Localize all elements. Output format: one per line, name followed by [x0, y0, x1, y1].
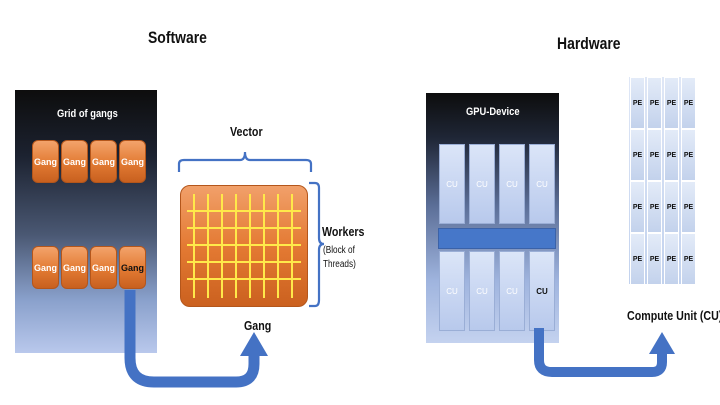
cu-bottom-2: CU: [469, 251, 495, 331]
gang-top-2: Gang: [61, 140, 88, 183]
cu-bottom-4-highlighted: CU: [529, 251, 555, 331]
vector-label: Vector: [230, 124, 263, 139]
gang-bottom-1: Gang: [32, 246, 59, 289]
workers-sub-line-2: Threads): [323, 259, 356, 270]
compute-unit-label: Compute Unit (CU): [627, 308, 720, 323]
gang-top-4: Gang: [119, 140, 146, 183]
grid-of-gangs-title: Grid of gangs: [57, 108, 118, 120]
hardware-heading: Hardware: [557, 34, 621, 53]
cu-top-2: CU: [469, 144, 495, 224]
cu-top-3: CU: [499, 144, 525, 224]
gang-bottom-3: Gang: [90, 246, 117, 289]
pe-cell: PE: [664, 181, 679, 233]
pe-cell: PE: [630, 129, 645, 181]
gang-bottom-2: Gang: [61, 246, 88, 289]
pe-cell: PE: [647, 77, 662, 129]
pe-cell: PE: [647, 181, 662, 233]
hardware-mapping-arrow-icon: [534, 328, 675, 377]
pe-cell: PE: [664, 77, 679, 129]
gang-caption: Gang: [244, 318, 272, 333]
workers-brace-icon: [309, 181, 325, 308]
pe-cell: PE: [664, 233, 679, 285]
pe-cell: PE: [630, 233, 645, 285]
cu-bottom-3: CU: [499, 251, 525, 331]
pe-cell: PE: [681, 77, 696, 129]
workers-label: Workers: [322, 224, 365, 239]
pe-cell: PE: [664, 129, 679, 181]
software-mapping-arrow-icon: [124, 290, 268, 388]
workers-sub-line-1: (Block of: [323, 245, 355, 256]
pe-cell: PE: [681, 233, 696, 285]
software-heading: Software: [148, 28, 207, 47]
pe-cell: PE: [681, 129, 696, 181]
gpu-interconnect-bar: [438, 228, 556, 249]
gang-bottom-4-highlighted: Gang: [119, 246, 146, 289]
gang-top-3: Gang: [90, 140, 117, 183]
gpu-device-title: GPU-Device: [466, 106, 520, 118]
pe-cell: PE: [630, 77, 645, 129]
cu-bottom-1: CU: [439, 251, 465, 331]
cu-top-1: CU: [439, 144, 465, 224]
cu-top-4: CU: [529, 144, 555, 224]
gang-top-1: Gang: [32, 140, 59, 183]
pe-cell: PE: [681, 181, 696, 233]
pe-cell: PE: [647, 233, 662, 285]
vector-gang-box: [180, 185, 308, 307]
vector-brace-icon: [177, 151, 313, 172]
pe-cell: PE: [630, 181, 645, 233]
pe-cell: PE: [647, 129, 662, 181]
